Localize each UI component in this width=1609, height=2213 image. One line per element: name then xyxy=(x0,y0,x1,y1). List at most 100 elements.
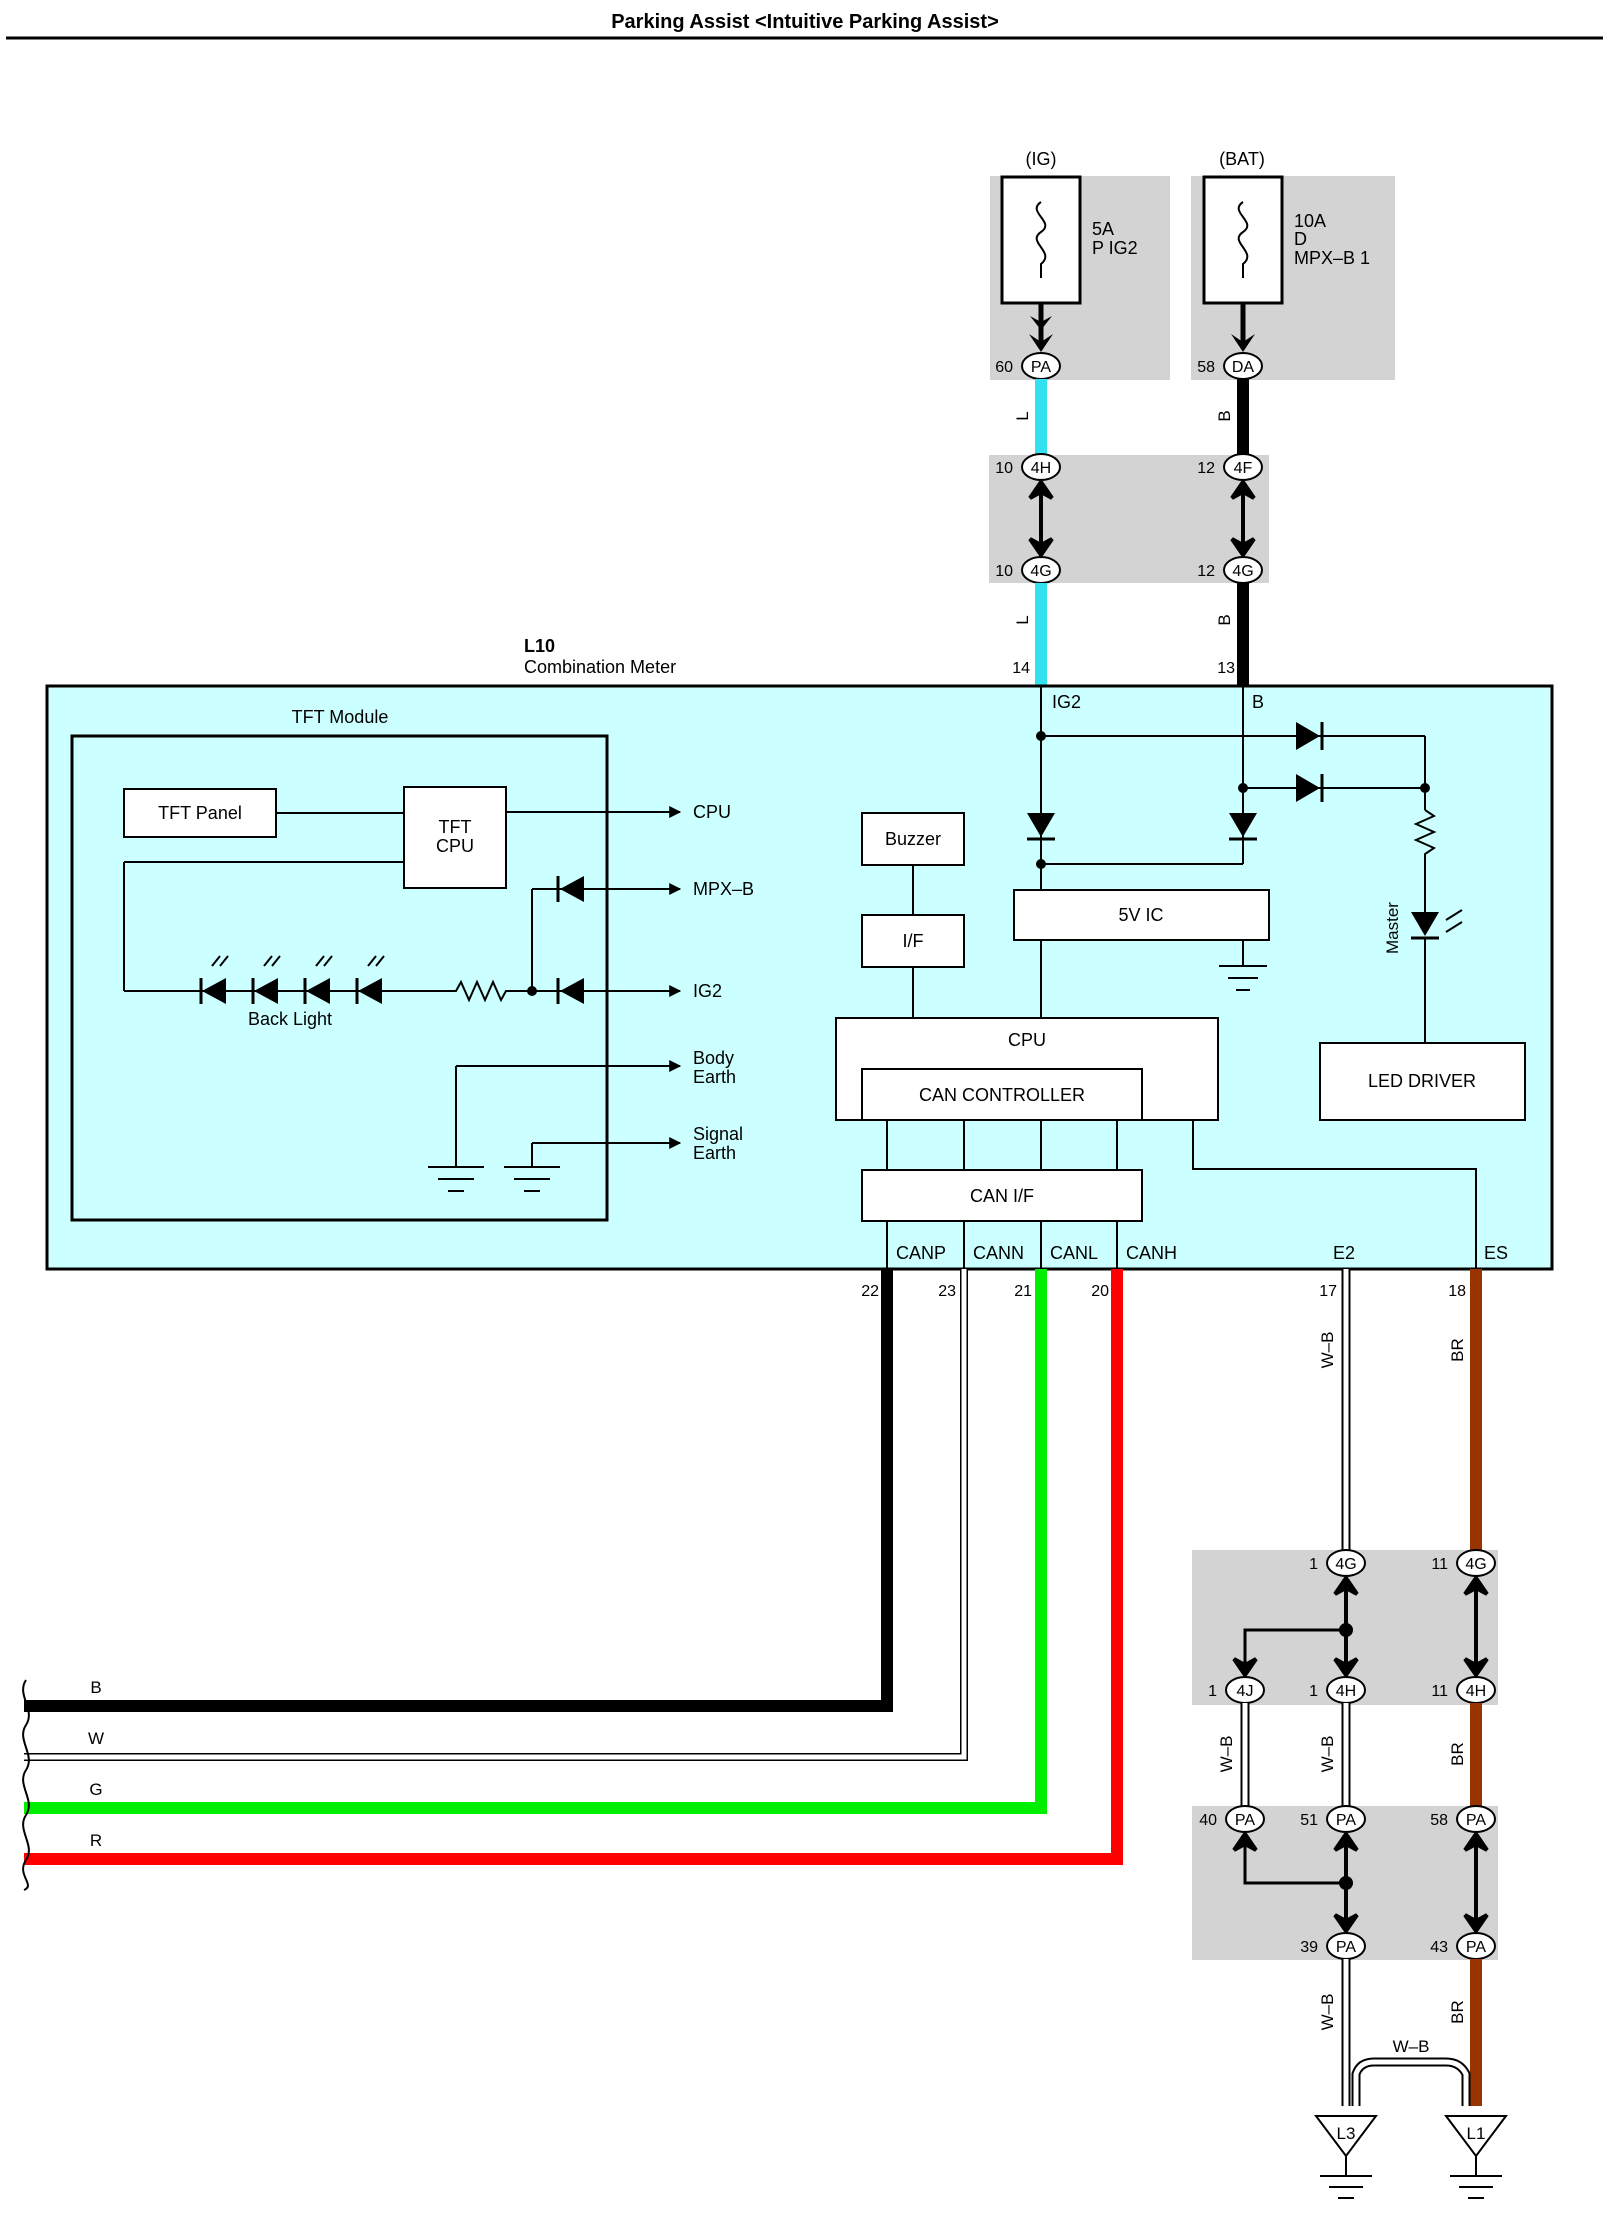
fuse-bat-amp: 10A xyxy=(1294,211,1326,231)
connector-4h-1: 4H 1 xyxy=(1309,1676,1366,1704)
if-label: I/F xyxy=(903,931,924,951)
back-light-label: Back Light xyxy=(248,1009,332,1029)
wire-es-label-3: BR xyxy=(1448,2000,1467,2024)
pin-23: 23 xyxy=(938,1283,956,1300)
cpu-label: CPU xyxy=(1008,1030,1046,1050)
led-driver-label: LED DRIVER xyxy=(1368,1071,1476,1091)
wire-l-label-1: L xyxy=(1013,411,1032,420)
can-controller-label: CAN CONTROLLER xyxy=(919,1085,1085,1105)
svg-text:39: 39 xyxy=(1300,1939,1318,1956)
fuse-ig xyxy=(1000,175,1082,305)
wire-bus-b-label: B xyxy=(90,1678,101,1697)
pin-20: 20 xyxy=(1091,1283,1109,1300)
svg-text:10: 10 xyxy=(995,563,1013,580)
connector-pa-51: PA 51 xyxy=(1300,1805,1366,1833)
svg-text:4G: 4G xyxy=(1465,1556,1486,1573)
tft-out-signal-1: Signal xyxy=(693,1124,743,1144)
connector-4f-12: 4F 12 xyxy=(1197,453,1263,481)
tft-out-mpxb: MPX–B xyxy=(693,879,754,899)
diode-mpxb-icon xyxy=(556,876,584,902)
wire-bus-g-label: G xyxy=(89,1780,102,1799)
wire-bus-w-label: W xyxy=(88,1729,104,1748)
svg-text:4H: 4H xyxy=(1031,460,1051,477)
tft-out-cpu: CPU xyxy=(693,802,731,822)
back-light-leds xyxy=(199,955,385,1004)
wire-b-label-2: B xyxy=(1215,614,1234,625)
combination-meter xyxy=(45,684,1554,1271)
term-e2: E2 xyxy=(1333,1243,1355,1263)
led-icon xyxy=(251,955,281,1004)
wire-b-label-1: B xyxy=(1215,410,1234,421)
pin-22: 22 xyxy=(861,1283,879,1300)
wire-bus-b xyxy=(24,1269,893,1712)
can-if-box xyxy=(861,1169,1143,1222)
svg-text:4F: 4F xyxy=(1234,460,1253,477)
tft-out-body-1: Body xyxy=(693,1048,734,1068)
meter-pin-ig2: 14 xyxy=(1012,660,1030,677)
svg-text:PA: PA xyxy=(1466,1812,1486,1829)
master-label: Master xyxy=(1383,902,1402,954)
term-canl: CANL xyxy=(1050,1243,1098,1263)
fuse-ig-icon xyxy=(1035,201,1047,278)
tft-cpu-box xyxy=(403,786,507,889)
svg-text:60: 60 xyxy=(995,359,1013,376)
meter-term-b: B xyxy=(1252,692,1264,712)
ground-l1-icon xyxy=(1444,2115,1508,2199)
tft-panel-label: TFT Panel xyxy=(158,803,242,823)
led-icon xyxy=(355,955,385,1004)
connector-pa-58: PA 58 xyxy=(1430,1805,1496,1833)
term-cann: CANN xyxy=(973,1243,1024,1263)
svg-text:11: 11 xyxy=(1431,1556,1448,1573)
ground-icon xyxy=(428,1166,484,1192)
wire-bus-g xyxy=(24,1269,1047,1814)
svg-text:58: 58 xyxy=(1430,1812,1448,1829)
fuse-ig-amp: 5A xyxy=(1092,219,1114,239)
svg-text:43: 43 xyxy=(1430,1939,1448,1956)
meter-pin-b: 13 xyxy=(1217,660,1235,677)
meter-name: Combination Meter xyxy=(524,657,676,677)
tft-out-signal-2: Earth xyxy=(693,1143,736,1163)
fuse-ig-box: (IG) 5A P IG2 xyxy=(990,149,1170,380)
fuse-bat-icon xyxy=(1237,201,1249,278)
5v-ic-label: 5V IC xyxy=(1118,905,1163,925)
svg-text:51: 51 xyxy=(1300,1812,1318,1829)
wire-bus-w xyxy=(24,1269,967,1760)
svg-text:PA: PA xyxy=(1235,1812,1255,1829)
wire-link-label: W–B xyxy=(1393,2037,1430,2056)
svg-text:PA: PA xyxy=(1336,1939,1356,1956)
wire-e2-label-1: W–B xyxy=(1318,1332,1337,1369)
svg-text:4G: 4G xyxy=(1232,563,1253,580)
wire-bus-w-outer xyxy=(24,1269,968,1761)
ground-icon xyxy=(1219,965,1267,991)
svg-text:4G: 4G xyxy=(1335,1556,1356,1573)
svg-text:4H: 4H xyxy=(1336,1683,1356,1700)
fuse-ig-source-label: (IG) xyxy=(1026,149,1057,169)
wire-bus-r xyxy=(24,1269,1123,1865)
can-if-label: CAN I/F xyxy=(970,1186,1034,1206)
diode-ig2-master-icon xyxy=(1296,722,1324,750)
svg-text:12: 12 xyxy=(1197,460,1215,477)
svg-text:10: 10 xyxy=(995,460,1013,477)
svg-text:CPU: CPU xyxy=(436,836,474,856)
svg-text:12: 12 xyxy=(1197,563,1215,580)
pin-17: 17 xyxy=(1319,1283,1337,1300)
fuse-bat-source-label: (BAT) xyxy=(1219,149,1265,169)
resistor-master-icon xyxy=(1413,809,1437,912)
svg-text:1: 1 xyxy=(1309,1556,1318,1573)
svg-text:PA: PA xyxy=(1466,1939,1486,1956)
svg-text:4J: 4J xyxy=(1237,1683,1254,1700)
ground-icon xyxy=(504,1166,560,1192)
svg-text:40: 40 xyxy=(1199,1812,1217,1829)
wire-es-label-1: BR xyxy=(1448,1338,1467,1362)
connector-4h-10: 4H 10 xyxy=(995,453,1061,481)
led-icon xyxy=(303,955,333,1004)
diode-b-master-icon xyxy=(1296,774,1324,802)
wire-4j-label: W–B xyxy=(1217,1736,1236,1773)
wire-l-label-2: L xyxy=(1013,615,1032,624)
led-icon xyxy=(199,955,229,1004)
svg-text:58: 58 xyxy=(1197,359,1215,376)
wire-bus-r-label: R xyxy=(90,1831,102,1850)
resistor-icon xyxy=(430,979,532,1003)
meter-term-ig2: IG2 xyxy=(1052,692,1081,712)
